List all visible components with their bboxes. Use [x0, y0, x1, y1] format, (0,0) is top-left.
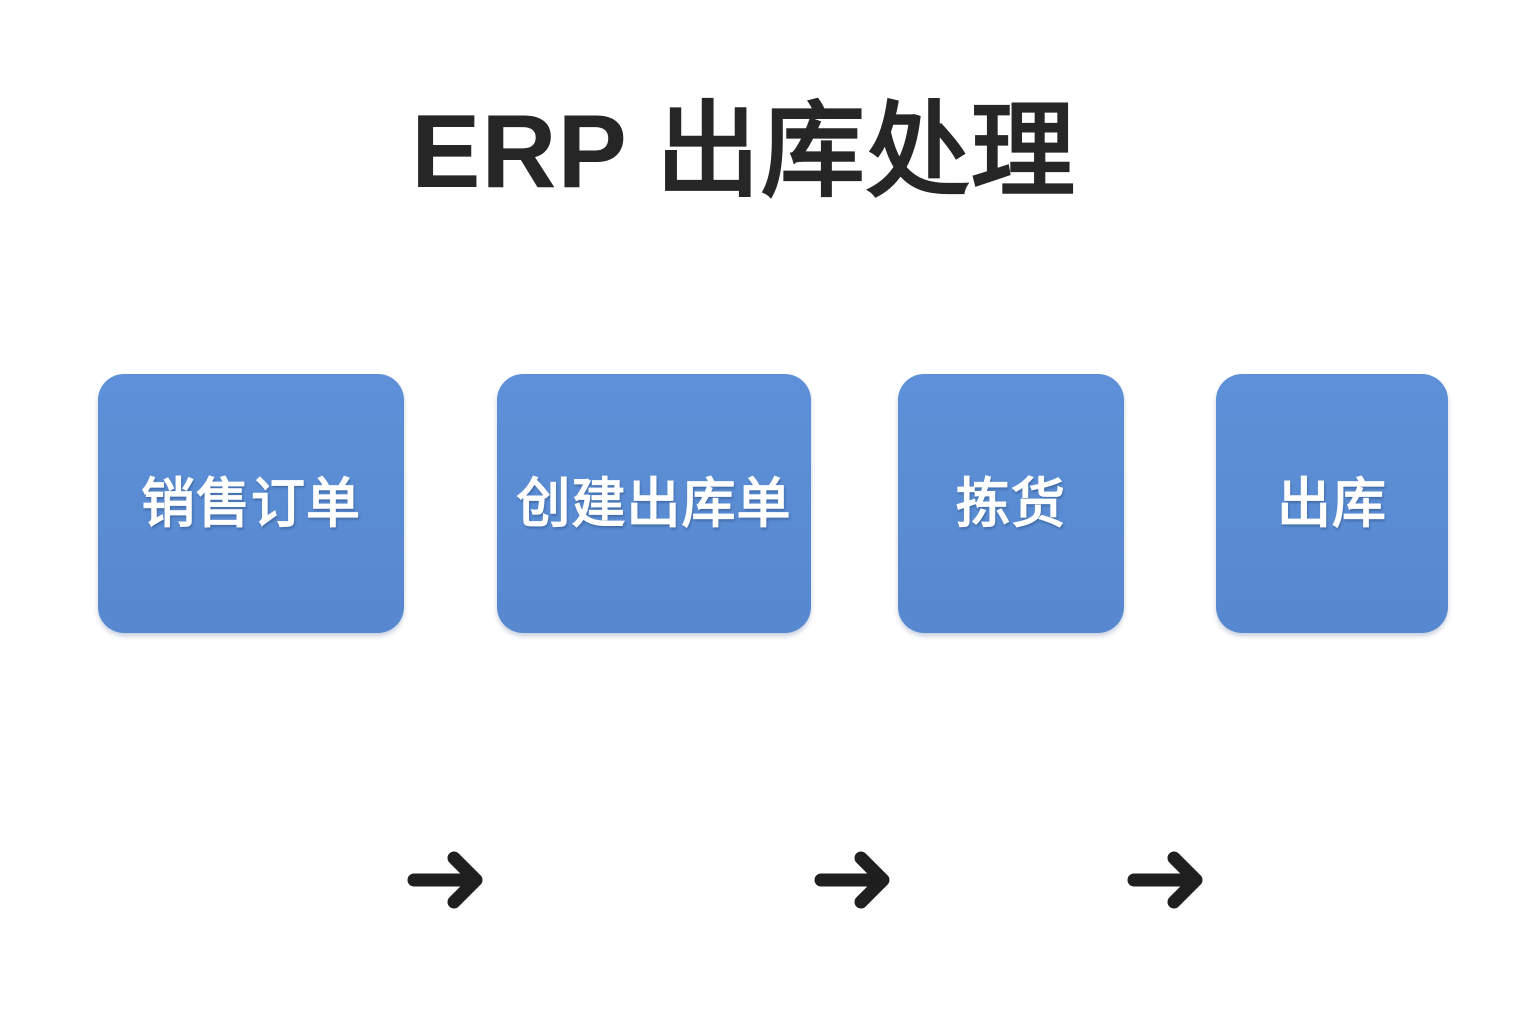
flow-node-sales-order[interactable]: 销售订单	[98, 374, 404, 633]
flow-node-label: 拣货	[956, 473, 1066, 534]
process-flow: 销售订单 创建出库单 拣货	[0, 374, 1536, 909]
arrow-right-icon	[404, 844, 500, 916]
flow-node-create-outbound-order[interactable]: 创建出库单	[497, 374, 811, 633]
flow-node-outbound[interactable]: 出库	[1216, 374, 1448, 633]
flow-node-label: 出库	[1277, 473, 1387, 534]
flow-node-label: 创建出库单	[516, 473, 792, 534]
flow-node-label: 销售订单	[141, 473, 361, 534]
flow-node-picking[interactable]: 拣货	[898, 374, 1124, 633]
page-title: ERP 出库处理	[411, 94, 1076, 210]
arrow-right-icon	[1124, 844, 1220, 916]
arrow-right-icon	[811, 844, 907, 916]
